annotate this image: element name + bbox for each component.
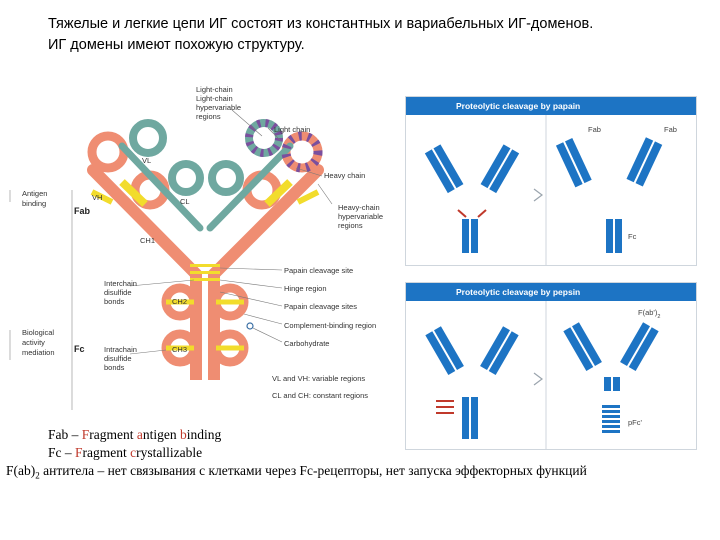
vl-label: VL xyxy=(142,156,151,165)
ch1-label: CH1 xyxy=(140,236,155,245)
callout-intrachain-3: bonds xyxy=(104,363,125,372)
fab2-label: F(ab')2 xyxy=(638,308,660,320)
antigen-binding-2: binding xyxy=(22,199,46,208)
callout-heavy-hv-2: hypervariable xyxy=(338,212,383,221)
papain-arrow-icon xyxy=(534,189,542,201)
heavy-arm-right xyxy=(214,170,318,274)
callout-light-chain-2: Light-chain xyxy=(196,94,233,103)
papain-panel: Proteolytic cleavage by papain Fab Fab F… xyxy=(405,96,697,266)
fab-label-b: Fab xyxy=(664,125,677,134)
heading-line-1: Тяжелые и легкие цепи ИГ состоят из конс… xyxy=(48,14,708,35)
left-labels: Antigen binding Fab Biological activity … xyxy=(22,189,91,357)
callout-papain-site: Papain cleavage site xyxy=(284,266,353,275)
fc-label: Fc xyxy=(628,232,637,241)
callout-heavy-hv-3: regions xyxy=(338,221,363,230)
pepsin-arrow-icon xyxy=(534,373,542,385)
callout-intrachain-1: Intrachain xyxy=(104,345,137,354)
pepsin-panel: Proteolytic cleavage by pepsin F(ab')2 p… xyxy=(405,282,697,450)
fab2-fragment xyxy=(563,322,658,391)
cl-label: CL xyxy=(180,197,190,206)
fab-side-label: Fab xyxy=(74,206,91,216)
definition-fc: Fc – Fragment crystallizable xyxy=(0,444,720,462)
cl-domain-left xyxy=(172,164,200,192)
callout-light-chain-1: Light-chain xyxy=(196,85,233,94)
callout-constant-regions: CL and CH: constant regions xyxy=(272,391,368,400)
callout-light-chain-4: regions xyxy=(196,112,221,121)
left-scale xyxy=(10,190,72,410)
callout-interchain-2: disulfide xyxy=(104,288,132,297)
pepsin-panel-title: Proteolytic cleavage by pepsin xyxy=(406,283,696,301)
biological-3: mediation xyxy=(22,348,55,357)
antibody-structure-diagram: VL VH CL CH1 CH2 CH3 Light-chain Light-c… xyxy=(0,80,400,410)
intact-antibody-papain xyxy=(425,144,519,253)
callout-heavy-hv-1: Heavy-chain xyxy=(338,203,380,212)
heavy-arm-left xyxy=(93,170,196,274)
hinge-bond-3 xyxy=(190,278,220,281)
definition-fab2: F(ab)2 антитела – нет связывания с клетк… xyxy=(0,462,720,485)
definition-fab: Fab – Fragment antigen binding xyxy=(0,426,720,444)
hinge-bond-1 xyxy=(190,264,220,267)
callout-light-chain: Light chain xyxy=(274,125,310,134)
carbohydrate-marker xyxy=(247,323,253,329)
antigen-binding-1: Antigen xyxy=(22,189,47,198)
pepsin-hinge xyxy=(436,401,454,413)
callout-hinge: Hinge region xyxy=(284,284,327,293)
fab-label-a: Fab xyxy=(588,125,601,134)
callout-heavy-chain: Heavy chain xyxy=(324,171,365,180)
callout-complement: Complement-binding region xyxy=(284,321,376,330)
hinge-bond-2 xyxy=(190,271,220,274)
intact-antibody-pepsin xyxy=(425,326,518,439)
fc-side-label: Fc xyxy=(74,344,85,354)
fab-fragments xyxy=(556,137,662,253)
callout-variable-regions: VL and VH: variable regions xyxy=(272,374,365,383)
papain-hinge xyxy=(458,210,486,217)
papain-panel-title: Proteolytic cleavage by papain xyxy=(406,97,696,115)
callout-intrachain-2: disulfide xyxy=(104,354,132,363)
callout-light-chain-3: hypervariable xyxy=(196,103,241,112)
light-chain xyxy=(122,123,290,228)
heading: Тяжелые и легкие цепи ИГ состоят из конс… xyxy=(48,14,708,56)
vh-label: VH xyxy=(92,193,102,202)
ch2-label: CH2 xyxy=(172,297,187,306)
callout-carbohydrate: Carbohydrate xyxy=(284,339,329,348)
cl-domain-right xyxy=(212,164,240,192)
vl-domain-left xyxy=(133,123,163,153)
callout-interchain-3: bonds xyxy=(104,297,125,306)
biological-2: activity xyxy=(22,338,45,347)
callout-interchain-1: Interchain xyxy=(104,279,137,288)
biological-1: Biological xyxy=(22,328,54,337)
ch3-label: CH3 xyxy=(172,345,187,354)
definitions: Fab – Fragment antigen binding Fc – Frag… xyxy=(0,426,720,485)
papain-illustration: Fab Fab Fc xyxy=(406,115,696,265)
vh-domain-left xyxy=(92,136,124,168)
heading-line-2: ИГ домены имеют похожую структуру. xyxy=(48,35,708,56)
callout-papain-sites: Papain cleavage sites xyxy=(284,302,357,311)
